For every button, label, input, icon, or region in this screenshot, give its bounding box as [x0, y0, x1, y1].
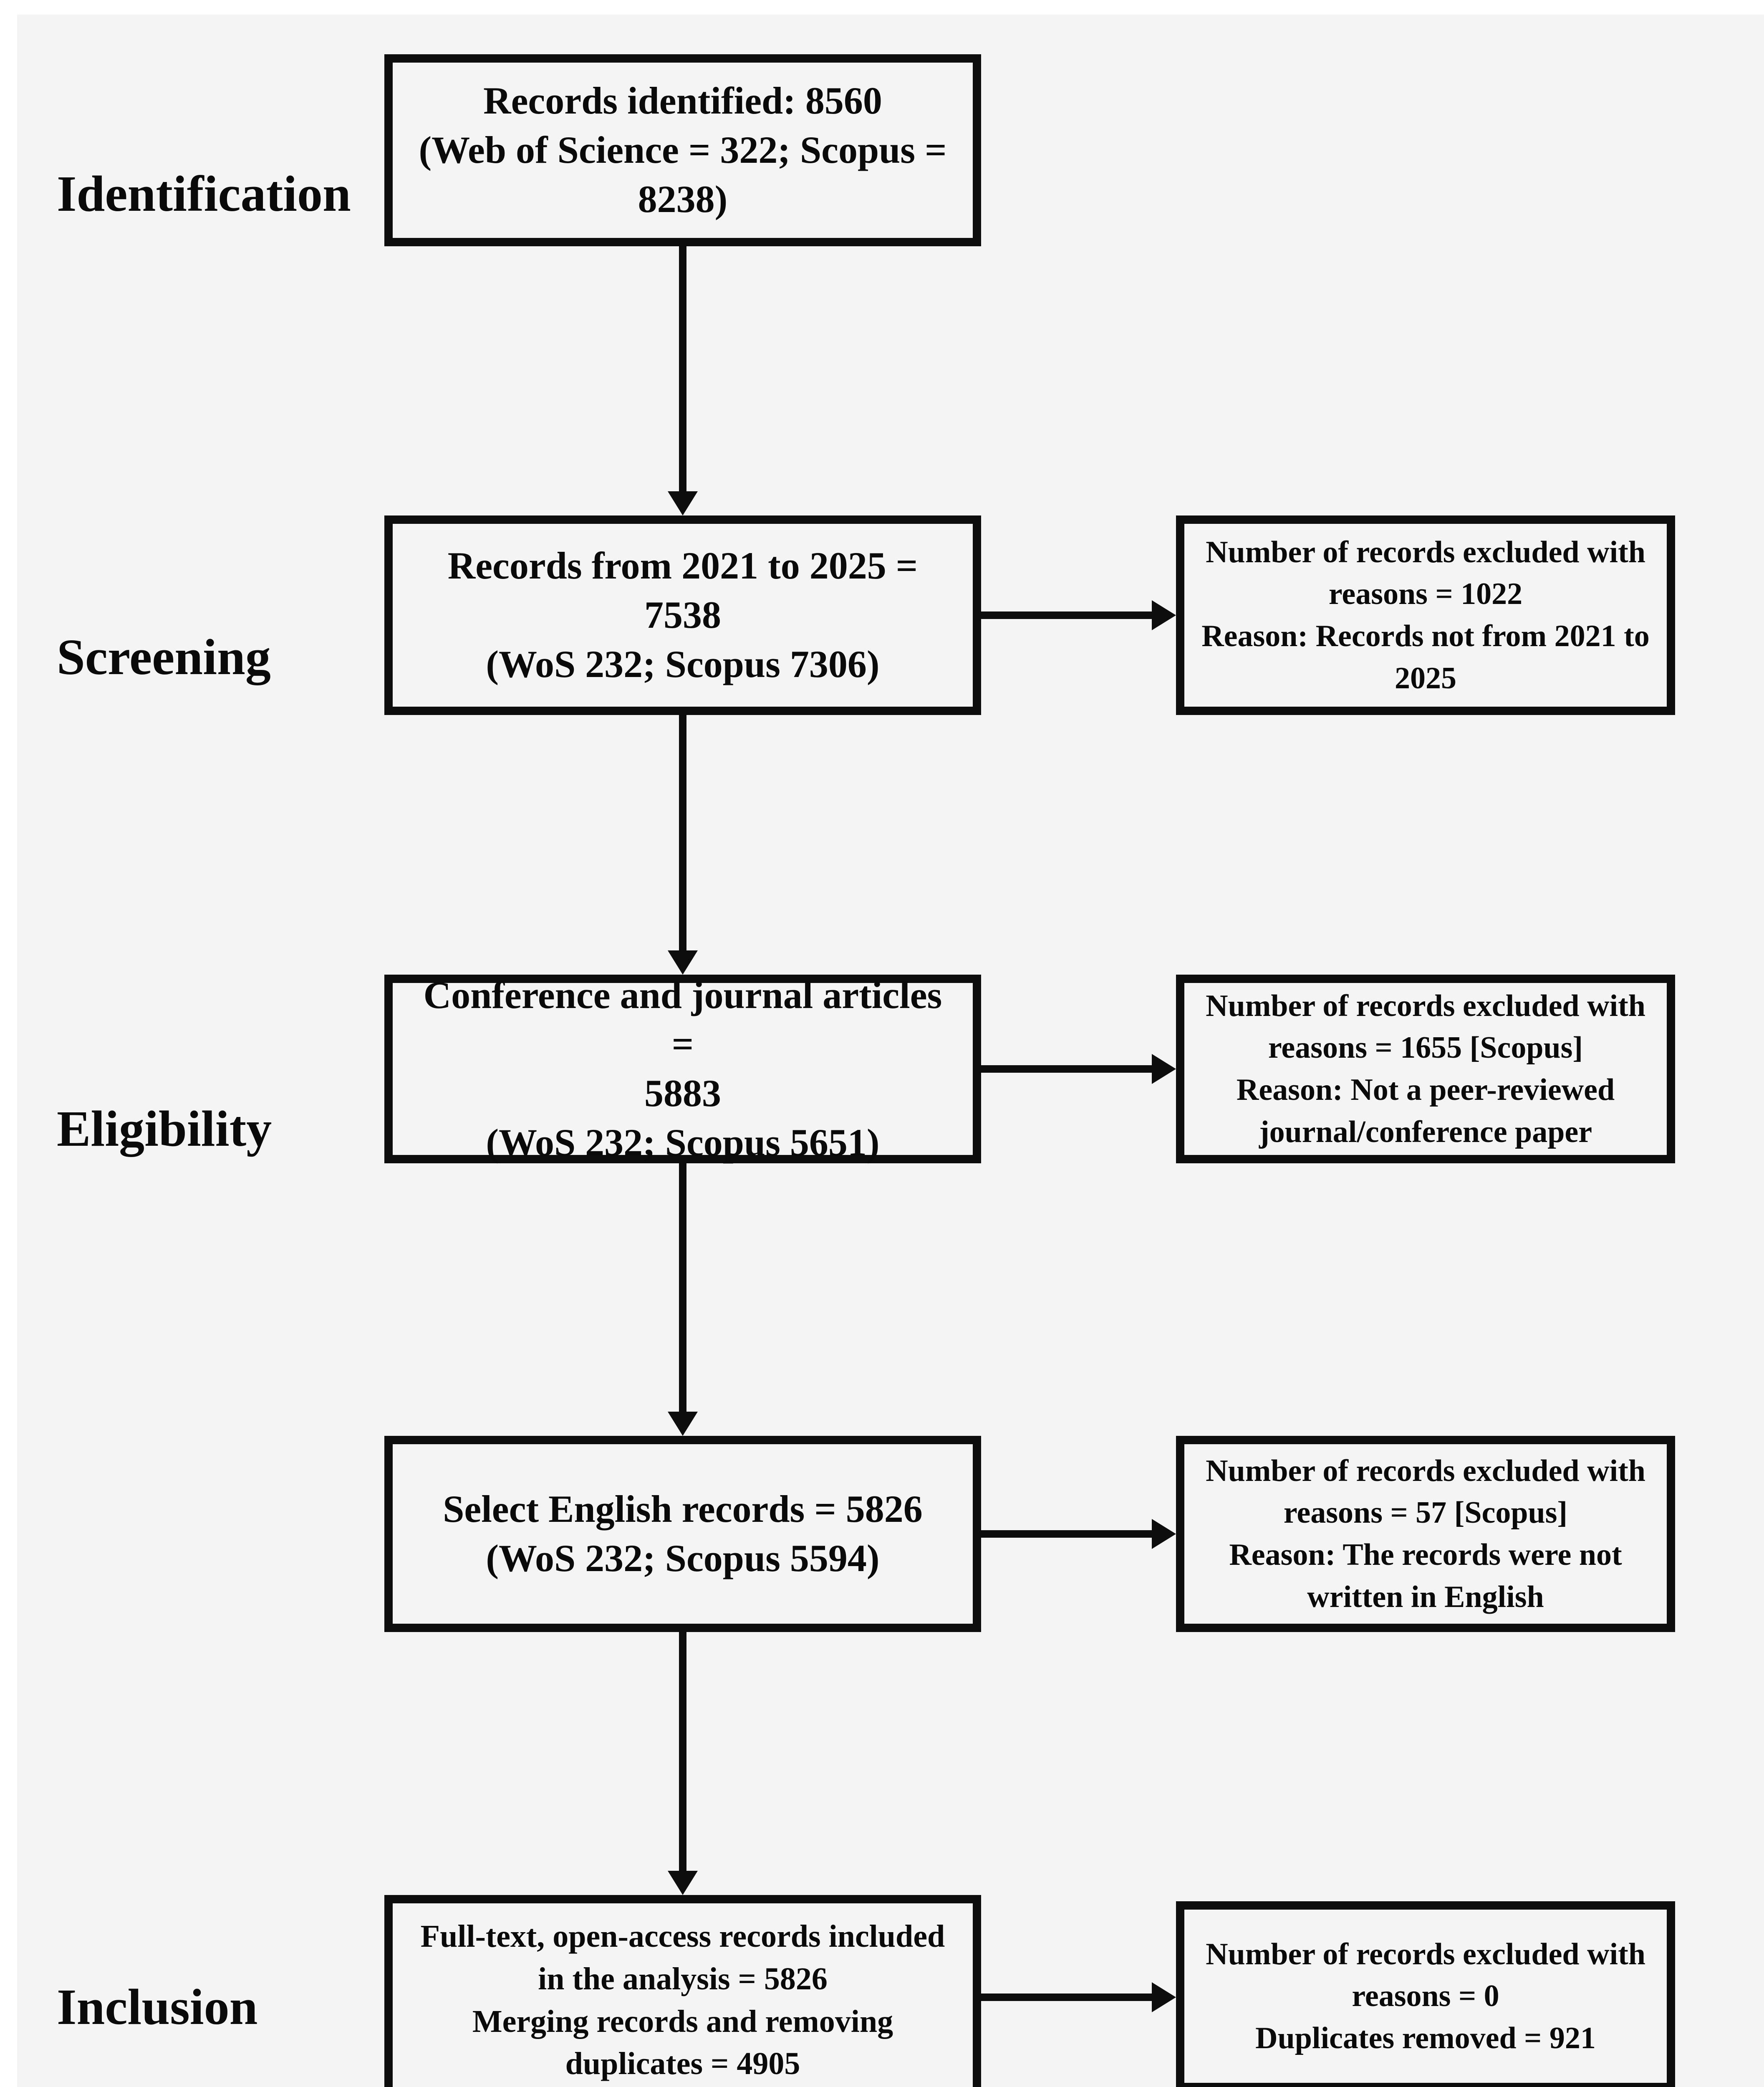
- stage-label-screening: Screening: [57, 629, 271, 685]
- arrow-down-icon-2: [668, 950, 698, 975]
- exclusion-connector-line-1: [981, 611, 1153, 619]
- arrow-down-icon-4: [668, 1871, 698, 1895]
- stage-label-inclusion: Inclusion: [57, 1979, 258, 2035]
- arrow-down-icon-3: [668, 1412, 698, 1436]
- main-box-records-identified: Records identified: 8560(Web of Science …: [384, 54, 981, 246]
- arrow-right-icon-4: [1152, 1982, 1176, 2012]
- main-box-records-2021-2025: Records from 2021 to 2025 = 7538(WoS 232…: [384, 515, 981, 715]
- connector-line-4: [679, 1632, 686, 1871]
- stage-label-eligibility: Eligibility: [57, 1101, 272, 1157]
- exclusion-connector-line-3: [981, 1530, 1153, 1538]
- main-box-english-records: Select English records = 5826(WoS 232; S…: [384, 1436, 981, 1632]
- arrow-down-icon-1: [668, 491, 698, 515]
- exclusion-connector-line-4: [981, 1994, 1153, 2001]
- diagram-canvas: Identification Screening Eligibility Inc…: [17, 15, 1764, 2087]
- exclusion-connector-line-2: [981, 1065, 1153, 1073]
- arrow-right-icon-3: [1152, 1519, 1176, 1549]
- connector-line-2: [679, 715, 686, 951]
- main-box-conference-journal-articles: Conference and journal articles =5883(Wo…: [384, 974, 981, 1164]
- connector-line-3: [679, 1163, 686, 1412]
- stage-label-identification: Identification: [57, 166, 351, 222]
- arrow-right-icon-1: [1152, 600, 1176, 630]
- connector-line-1: [679, 246, 686, 493]
- arrow-right-icon-2: [1152, 1054, 1176, 1084]
